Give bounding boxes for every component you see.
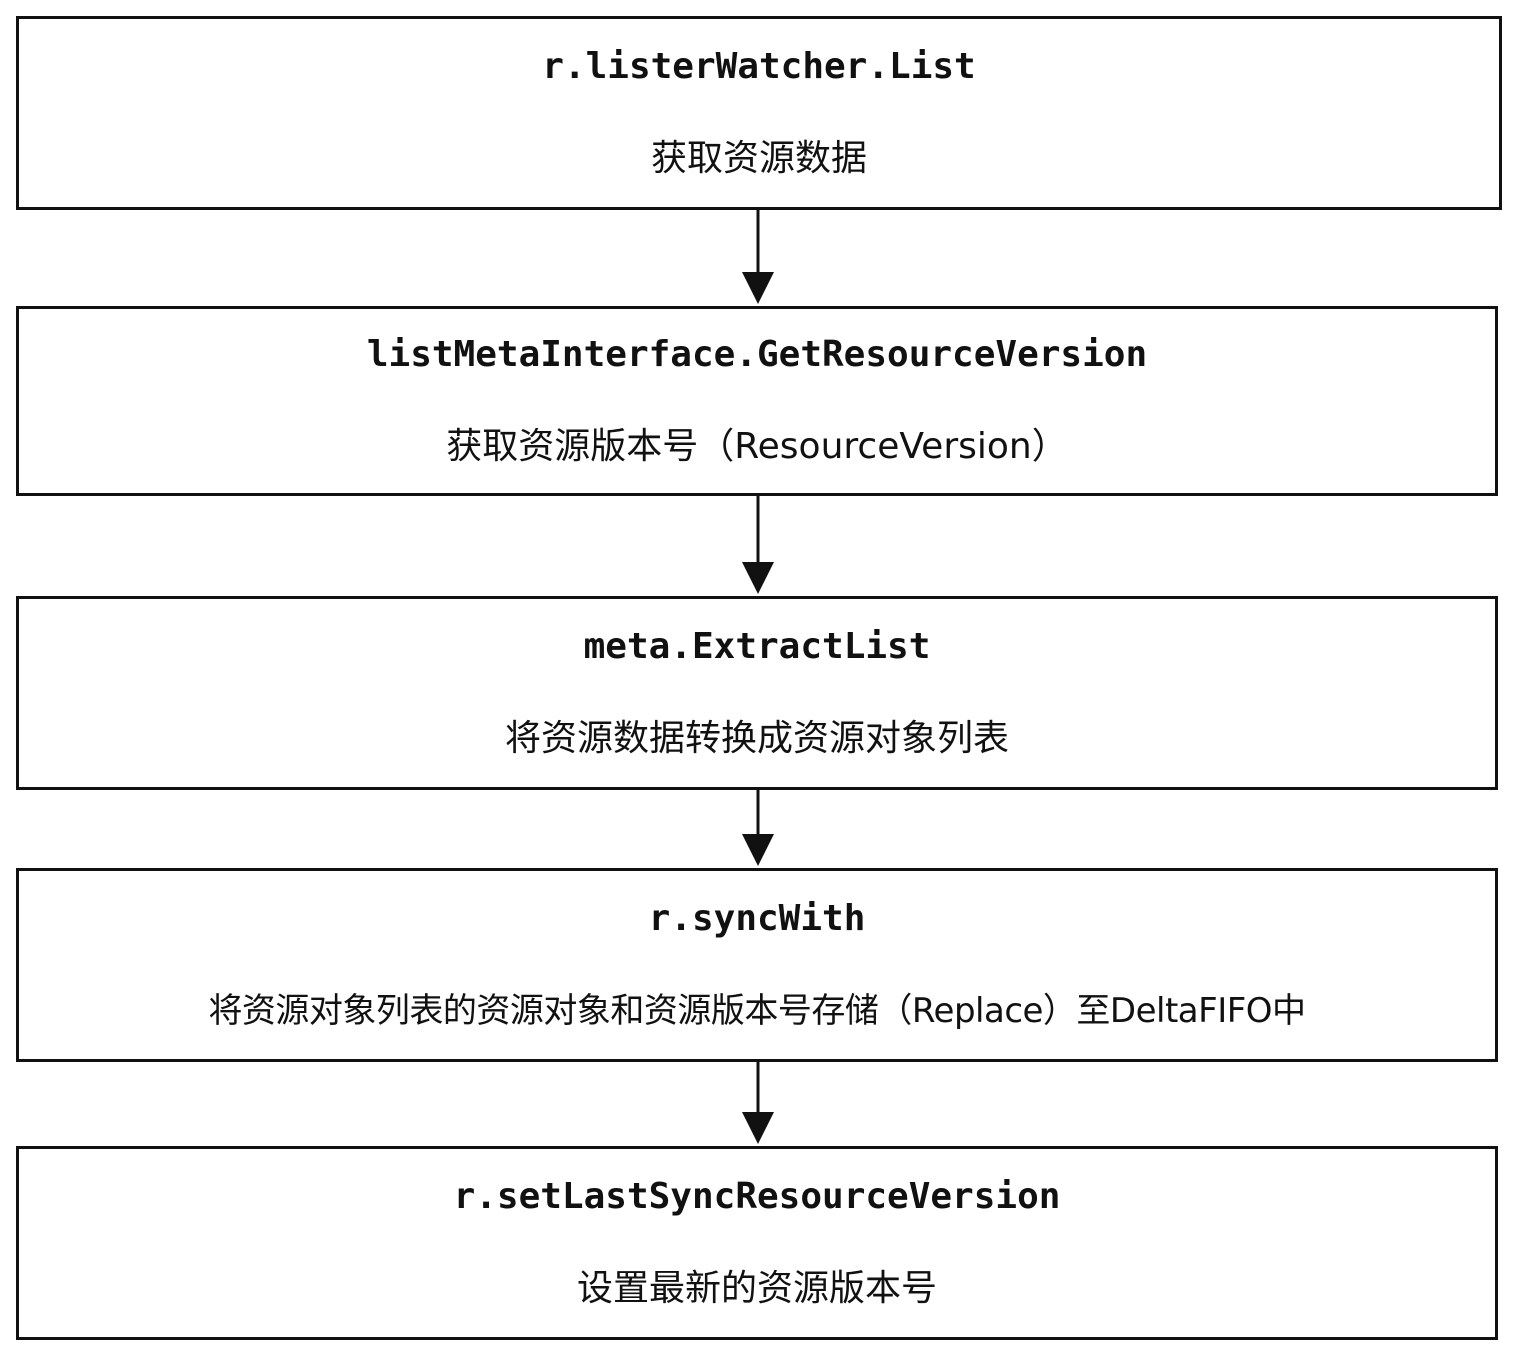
flow-step-set-last-sync-resource-version: r.setLastSyncResourceVersion 设置最新的资源版本号 [16,1146,1498,1340]
step-function-name: r.setLastSyncResourceVersion [453,1176,1061,1217]
step-description: 获取资源版本号（ResourceVersion） [446,426,1068,467]
arrow-down-icon [742,496,774,594]
step-description: 将资源对象列表的资源对象和资源版本号存储（Replace）至DeltaFIFO中 [208,991,1306,1031]
step-function-name: listMetaInterface.GetResourceVersion [366,334,1148,375]
flow-step-sync-with: r.syncWith 将资源对象列表的资源对象和资源版本号存储（Replace）… [16,868,1498,1062]
arrow-down-icon [742,210,774,304]
arrow-down-icon [742,1062,774,1144]
step-function-name: r.syncWith [648,898,866,939]
step-description: 获取资源数据 [650,138,867,179]
flow-step-extract-list: meta.ExtractList 将资源数据转换成资源对象列表 [16,596,1498,790]
step-function-name: r.listerWatcher.List [542,46,976,87]
step-function-name: meta.ExtractList [583,626,931,667]
arrow-down-icon [742,790,774,866]
flow-step-get-resource-version: listMetaInterface.GetResourceVersion 获取资… [16,306,1498,496]
step-description: 设置最新的资源版本号 [576,1268,937,1309]
flow-step-list: r.listerWatcher.List 获取资源数据 [16,16,1502,210]
step-description: 将资源数据转换成资源对象列表 [504,718,1009,759]
